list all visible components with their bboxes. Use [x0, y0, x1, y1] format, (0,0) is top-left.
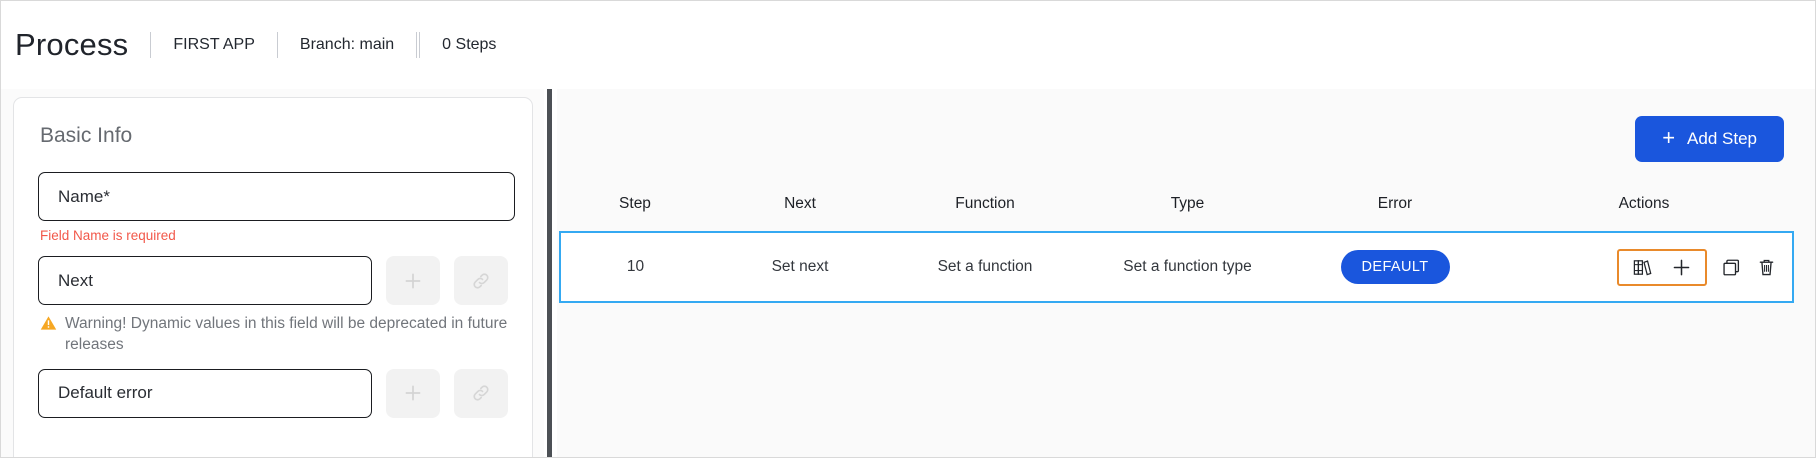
next-input-value: Next	[58, 270, 93, 290]
cell-step: 10	[559, 231, 710, 303]
page-title: Process	[15, 27, 129, 62]
next-field-warning: Warning! Dynamic values in this field wi…	[40, 313, 510, 356]
trash-icon	[1756, 257, 1777, 278]
default-error-add-button[interactable]	[386, 368, 440, 418]
add-row-button[interactable]	[1671, 257, 1692, 278]
column-header-function: Function	[890, 189, 1080, 233]
column-header-next: Next	[710, 189, 890, 233]
delete-button[interactable]	[1756, 257, 1777, 278]
header-branch: Branch: main	[299, 36, 395, 53]
table-row[interactable]: 10 Set next Set a function Set a functio…	[559, 231, 1794, 303]
name-input[interactable]: Name*	[38, 172, 515, 221]
page-body: Basic Info Name* Field Name is required …	[1, 89, 1815, 457]
add-step-label: Add Step	[1687, 129, 1757, 148]
header-steps-count: 0 Steps	[442, 36, 497, 53]
steps-panel: + Add Step Step Next Funct	[557, 89, 1815, 457]
column-header-type: Type	[1080, 189, 1295, 233]
column-header-error: Error	[1295, 189, 1495, 233]
header-divider-1	[150, 32, 152, 58]
highlighted-action-group	[1617, 248, 1707, 286]
warning-triangle-icon	[40, 315, 57, 336]
next-link-button[interactable]	[454, 256, 508, 305]
header-divider-3	[416, 32, 418, 58]
copy-icon	[1721, 257, 1742, 278]
cell-error: DEFAULT	[1295, 231, 1495, 303]
status-badge: DEFAULT	[1340, 250, 1450, 284]
header-divider-2	[276, 32, 278, 58]
default-error-link-button[interactable]	[454, 368, 508, 418]
next-input[interactable]: Next	[38, 256, 372, 305]
link-icon	[470, 270, 492, 292]
left-panel: Basic Info Name* Field Name is required …	[1, 89, 544, 457]
name-error-message: Field Name is required	[40, 228, 176, 243]
vertical-scrollbar-thumb[interactable]	[547, 89, 552, 457]
header-divider-4	[419, 32, 421, 58]
add-step-button[interactable]: + Add Step	[1635, 116, 1784, 162]
column-header-actions: Actions	[1495, 189, 1793, 233]
plus-icon	[403, 271, 423, 291]
plus-icon	[1671, 257, 1692, 278]
column-header-step: Step	[560, 189, 710, 233]
plus-icon	[403, 383, 423, 403]
default-error-field-row: Default error	[38, 368, 508, 418]
page-header: Process FIRST APP Branch: main 0 Steps	[1, 1, 1815, 89]
table-header-row: Step Next Function Type Error Actions	[560, 189, 1793, 233]
cell-next: Set next	[710, 231, 890, 303]
basic-info-card: Basic Info Name* Field Name is required …	[13, 97, 533, 457]
basic-info-title: Basic Info	[40, 124, 133, 147]
next-field-warning-text: Warning! Dynamic values in this field wi…	[65, 315, 508, 354]
default-error-input-value: Default error	[58, 383, 153, 403]
cell-function: Set a function	[890, 231, 1080, 303]
cell-type: Set a function type	[1080, 231, 1295, 303]
name-input-value: Name*	[58, 186, 110, 206]
duplicate-button[interactable]	[1721, 257, 1742, 278]
header-app-name: FIRST APP	[173, 36, 255, 53]
library-icon	[1632, 257, 1653, 278]
library-button[interactable]	[1632, 257, 1653, 278]
plus-icon: +	[1662, 125, 1676, 150]
default-error-input[interactable]: Default error	[38, 368, 372, 418]
steps-toolbar: + Add Step	[557, 89, 1815, 189]
link-icon	[470, 382, 492, 404]
steps-table: Step Next Function Type Error Actions 10…	[559, 189, 1794, 303]
next-field-row: Next	[38, 256, 508, 305]
next-add-button[interactable]	[386, 256, 440, 305]
cell-actions	[1495, 231, 1794, 303]
